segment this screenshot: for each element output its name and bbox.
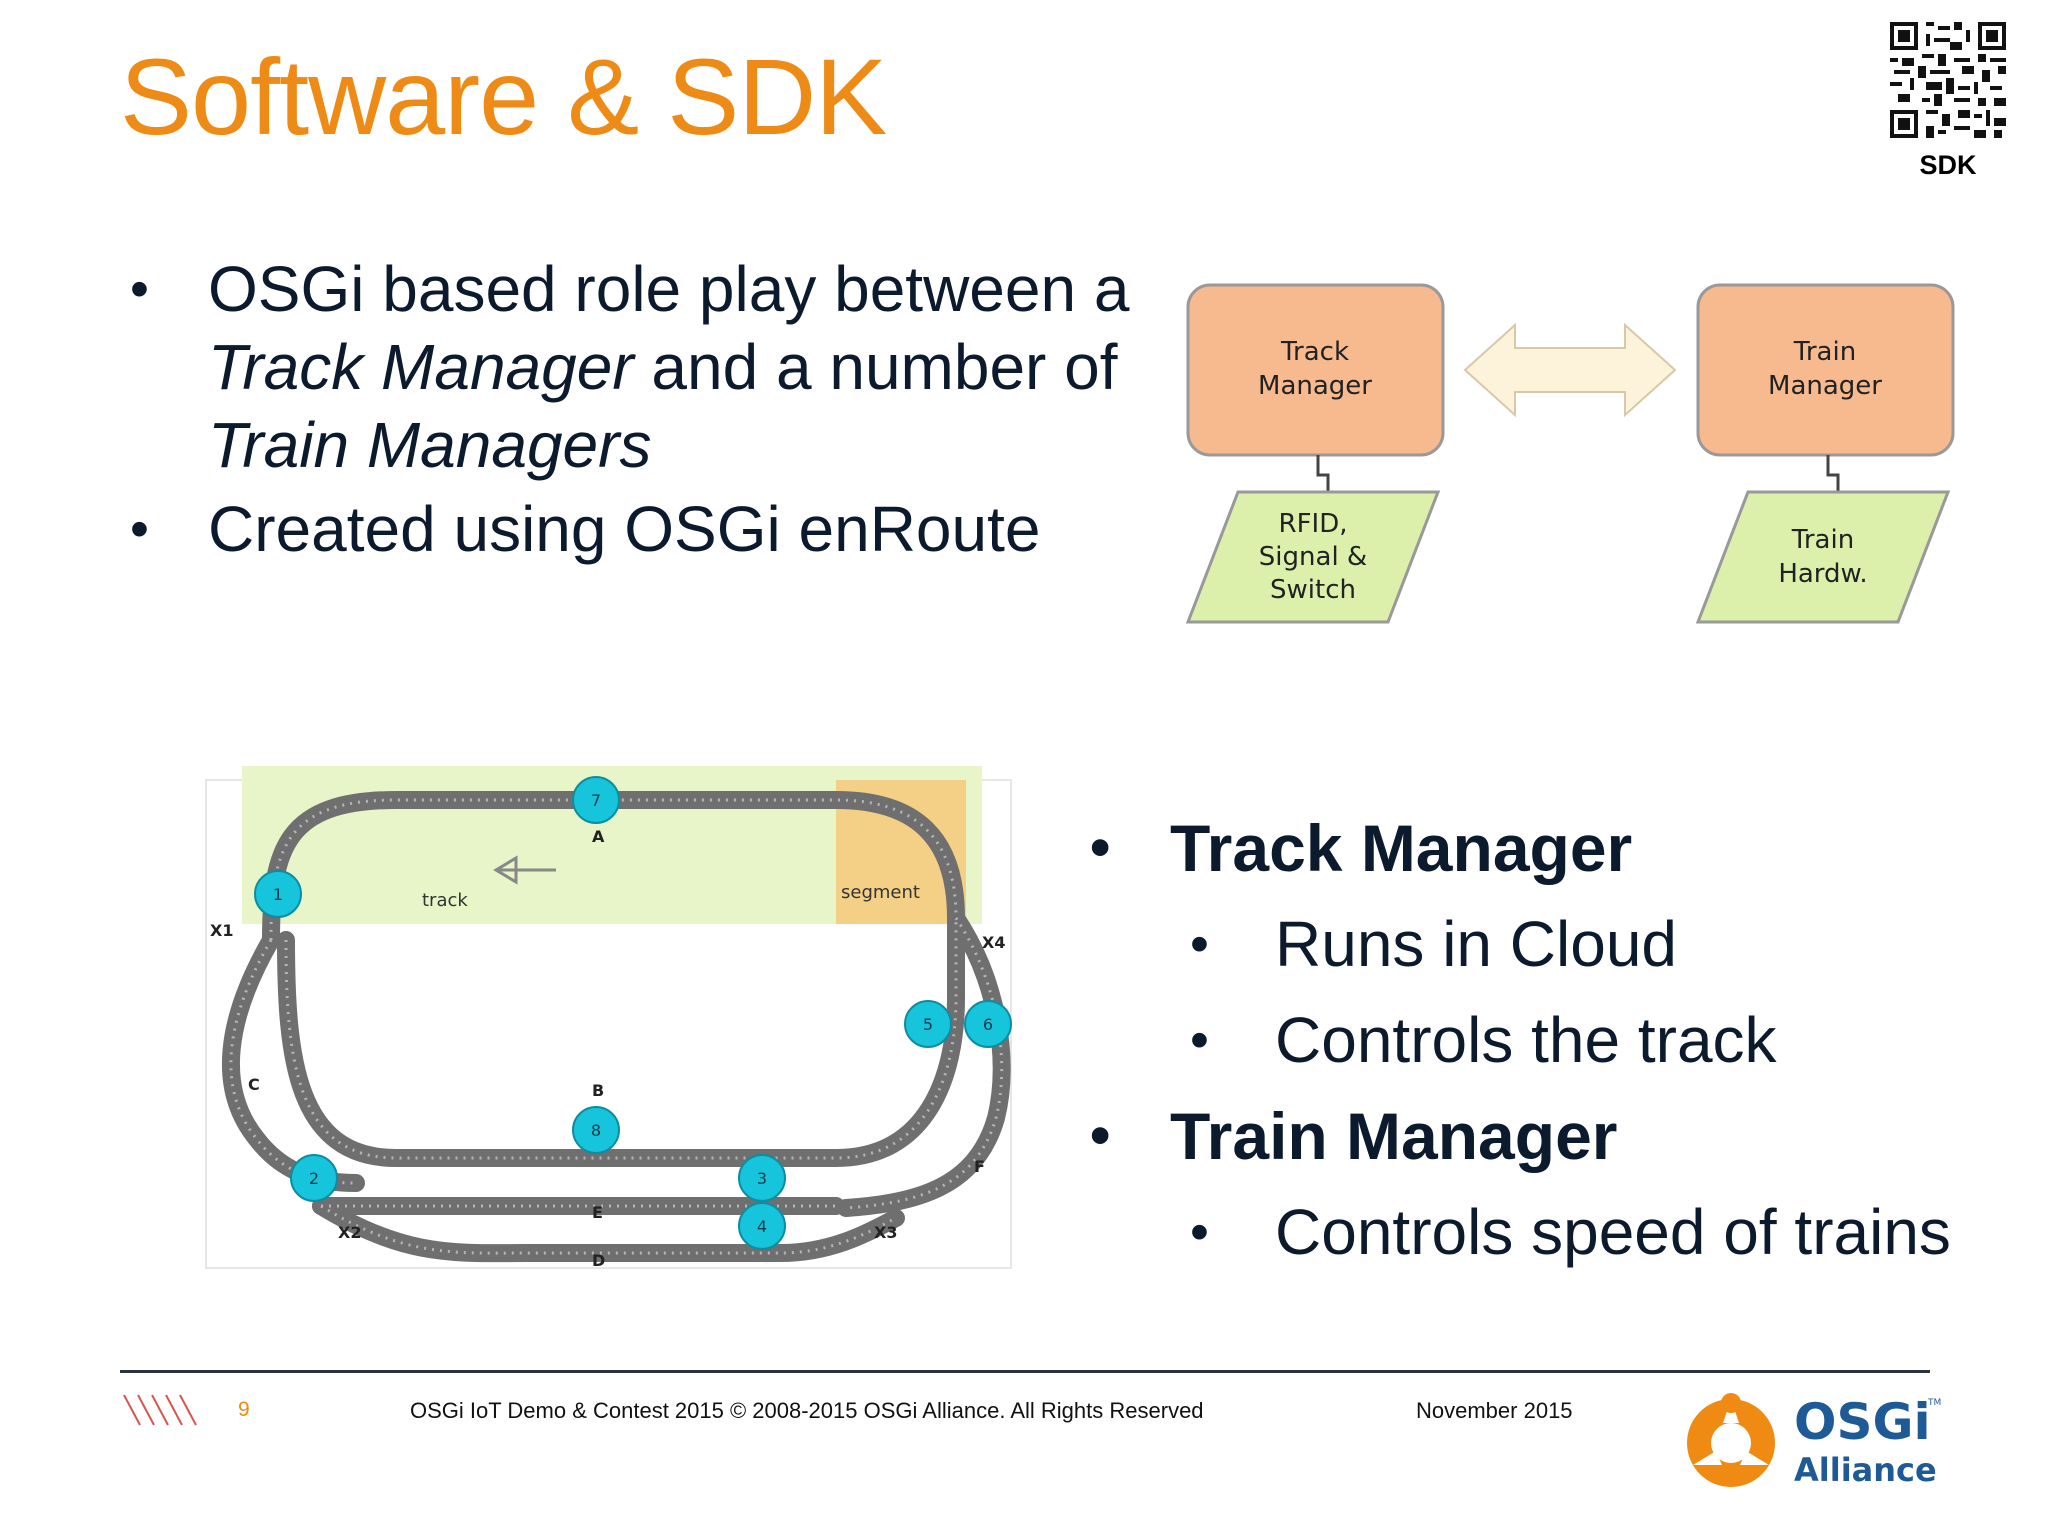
track-node-8: 8 xyxy=(572,1106,620,1154)
svg-text:Manager: Manager xyxy=(1768,371,1882,401)
track-node-6: 6 xyxy=(964,1000,1012,1048)
svg-text:E: E xyxy=(592,1203,603,1222)
svg-text:D: D xyxy=(592,1251,605,1270)
bullet-item-track-manager: • Track Manager xyxy=(1090,811,1633,885)
track-node-3: 3 xyxy=(738,1154,786,1202)
osgi-alliance-logo: OSGi TM Alliance xyxy=(1687,1393,1941,1489)
bullet-marker: • xyxy=(130,499,149,559)
footer-divider xyxy=(120,1370,1930,1373)
bullet-marker: • xyxy=(130,259,149,319)
double-arrow-icon xyxy=(1463,322,1677,418)
bullet-item: • OSGi based role play between a Track M… xyxy=(130,250,1130,484)
svg-text:TM: TM xyxy=(1927,1398,1941,1408)
train-manager-box xyxy=(1696,283,1955,457)
svg-text:Train: Train xyxy=(1791,525,1854,555)
svg-text:segment: segment xyxy=(841,882,920,903)
svg-text:X4: X4 xyxy=(982,933,1005,952)
track-node-4: 4 xyxy=(738,1202,786,1250)
connector xyxy=(1826,455,1840,495)
svg-text:Signal &: Signal & xyxy=(1259,542,1367,572)
footer-copyright: OSGi IoT Demo & Contest 2015 © 2008-2015… xyxy=(410,1398,1204,1423)
sub-bullet-item: • Runs in Cloud xyxy=(1190,908,1677,980)
slide-title: Software & SDK xyxy=(120,36,887,157)
svg-text:7: 7 xyxy=(591,791,601,810)
svg-text:B: B xyxy=(592,1081,604,1100)
track-node-1: 1 xyxy=(254,870,302,918)
footer-slashes-icon xyxy=(123,1394,197,1426)
top-bullet-list: • OSGi based role play between a Track M… xyxy=(130,250,1130,568)
track-manager-box xyxy=(1186,283,1445,457)
train-manager-label: Train xyxy=(1793,337,1856,367)
svg-text:6: 6 xyxy=(983,1015,993,1034)
svg-text:X2: X2 xyxy=(338,1223,361,1242)
svg-text:5: 5 xyxy=(923,1015,933,1034)
bullet-item: • Created using OSGi enRoute xyxy=(130,490,1130,568)
svg-text:2: 2 xyxy=(309,1169,319,1188)
train-hardware-box xyxy=(1695,490,1951,624)
footer-date: November 2015 xyxy=(1416,1398,1573,1423)
svg-text:4: 4 xyxy=(757,1217,767,1236)
osgi-emblem-icon xyxy=(1687,1393,1775,1487)
svg-text:Hardw.: Hardw. xyxy=(1778,559,1867,589)
svg-text:X1: X1 xyxy=(210,921,233,940)
svg-text:X3: X3 xyxy=(874,1223,897,1242)
svg-text:F: F xyxy=(974,1157,985,1176)
svg-text:3: 3 xyxy=(757,1169,767,1188)
sub-bullet-item: • Controls speed of trains xyxy=(1190,1196,1951,1268)
qr-label: SDK xyxy=(1919,150,1977,180)
svg-text:RFID,: RFID, xyxy=(1279,509,1348,539)
track-node-5: 5 xyxy=(904,1000,952,1048)
track-node-7: 7 xyxy=(572,776,620,824)
svg-text:Manager: Manager xyxy=(1258,371,1372,401)
bullet-item-train-manager: • Train Manager xyxy=(1090,1099,1618,1173)
connector xyxy=(1316,455,1330,495)
manager-diagram: Track Manager Train Manager RFID, Signal… xyxy=(1185,283,1955,624)
svg-text:1: 1 xyxy=(273,885,283,904)
rfid-box xyxy=(1185,490,1441,624)
track-node-2: 2 xyxy=(290,1154,338,1202)
track-manager-label: Track xyxy=(1280,337,1349,367)
svg-text:Alliance: Alliance xyxy=(1794,1451,1937,1489)
svg-text:A: A xyxy=(592,827,605,846)
svg-text:C: C xyxy=(248,1075,260,1094)
sub-bullet-item: • Controls the track xyxy=(1190,1004,1777,1076)
track-layout-diagram: track segment A B C D E F X1 X2 X3 X4 1 … xyxy=(205,766,1012,1270)
qr-code-icon xyxy=(1890,22,2006,138)
svg-text:Switch: Switch xyxy=(1270,575,1356,605)
svg-text:8: 8 xyxy=(591,1121,601,1140)
svg-text:track: track xyxy=(422,890,468,911)
svg-text:OSGi: OSGi xyxy=(1794,1393,1931,1451)
bottom-bullet-list: • Track Manager • Runs in Cloud • Contro… xyxy=(1080,800,2020,1280)
page-number: 9 xyxy=(238,1398,250,1421)
